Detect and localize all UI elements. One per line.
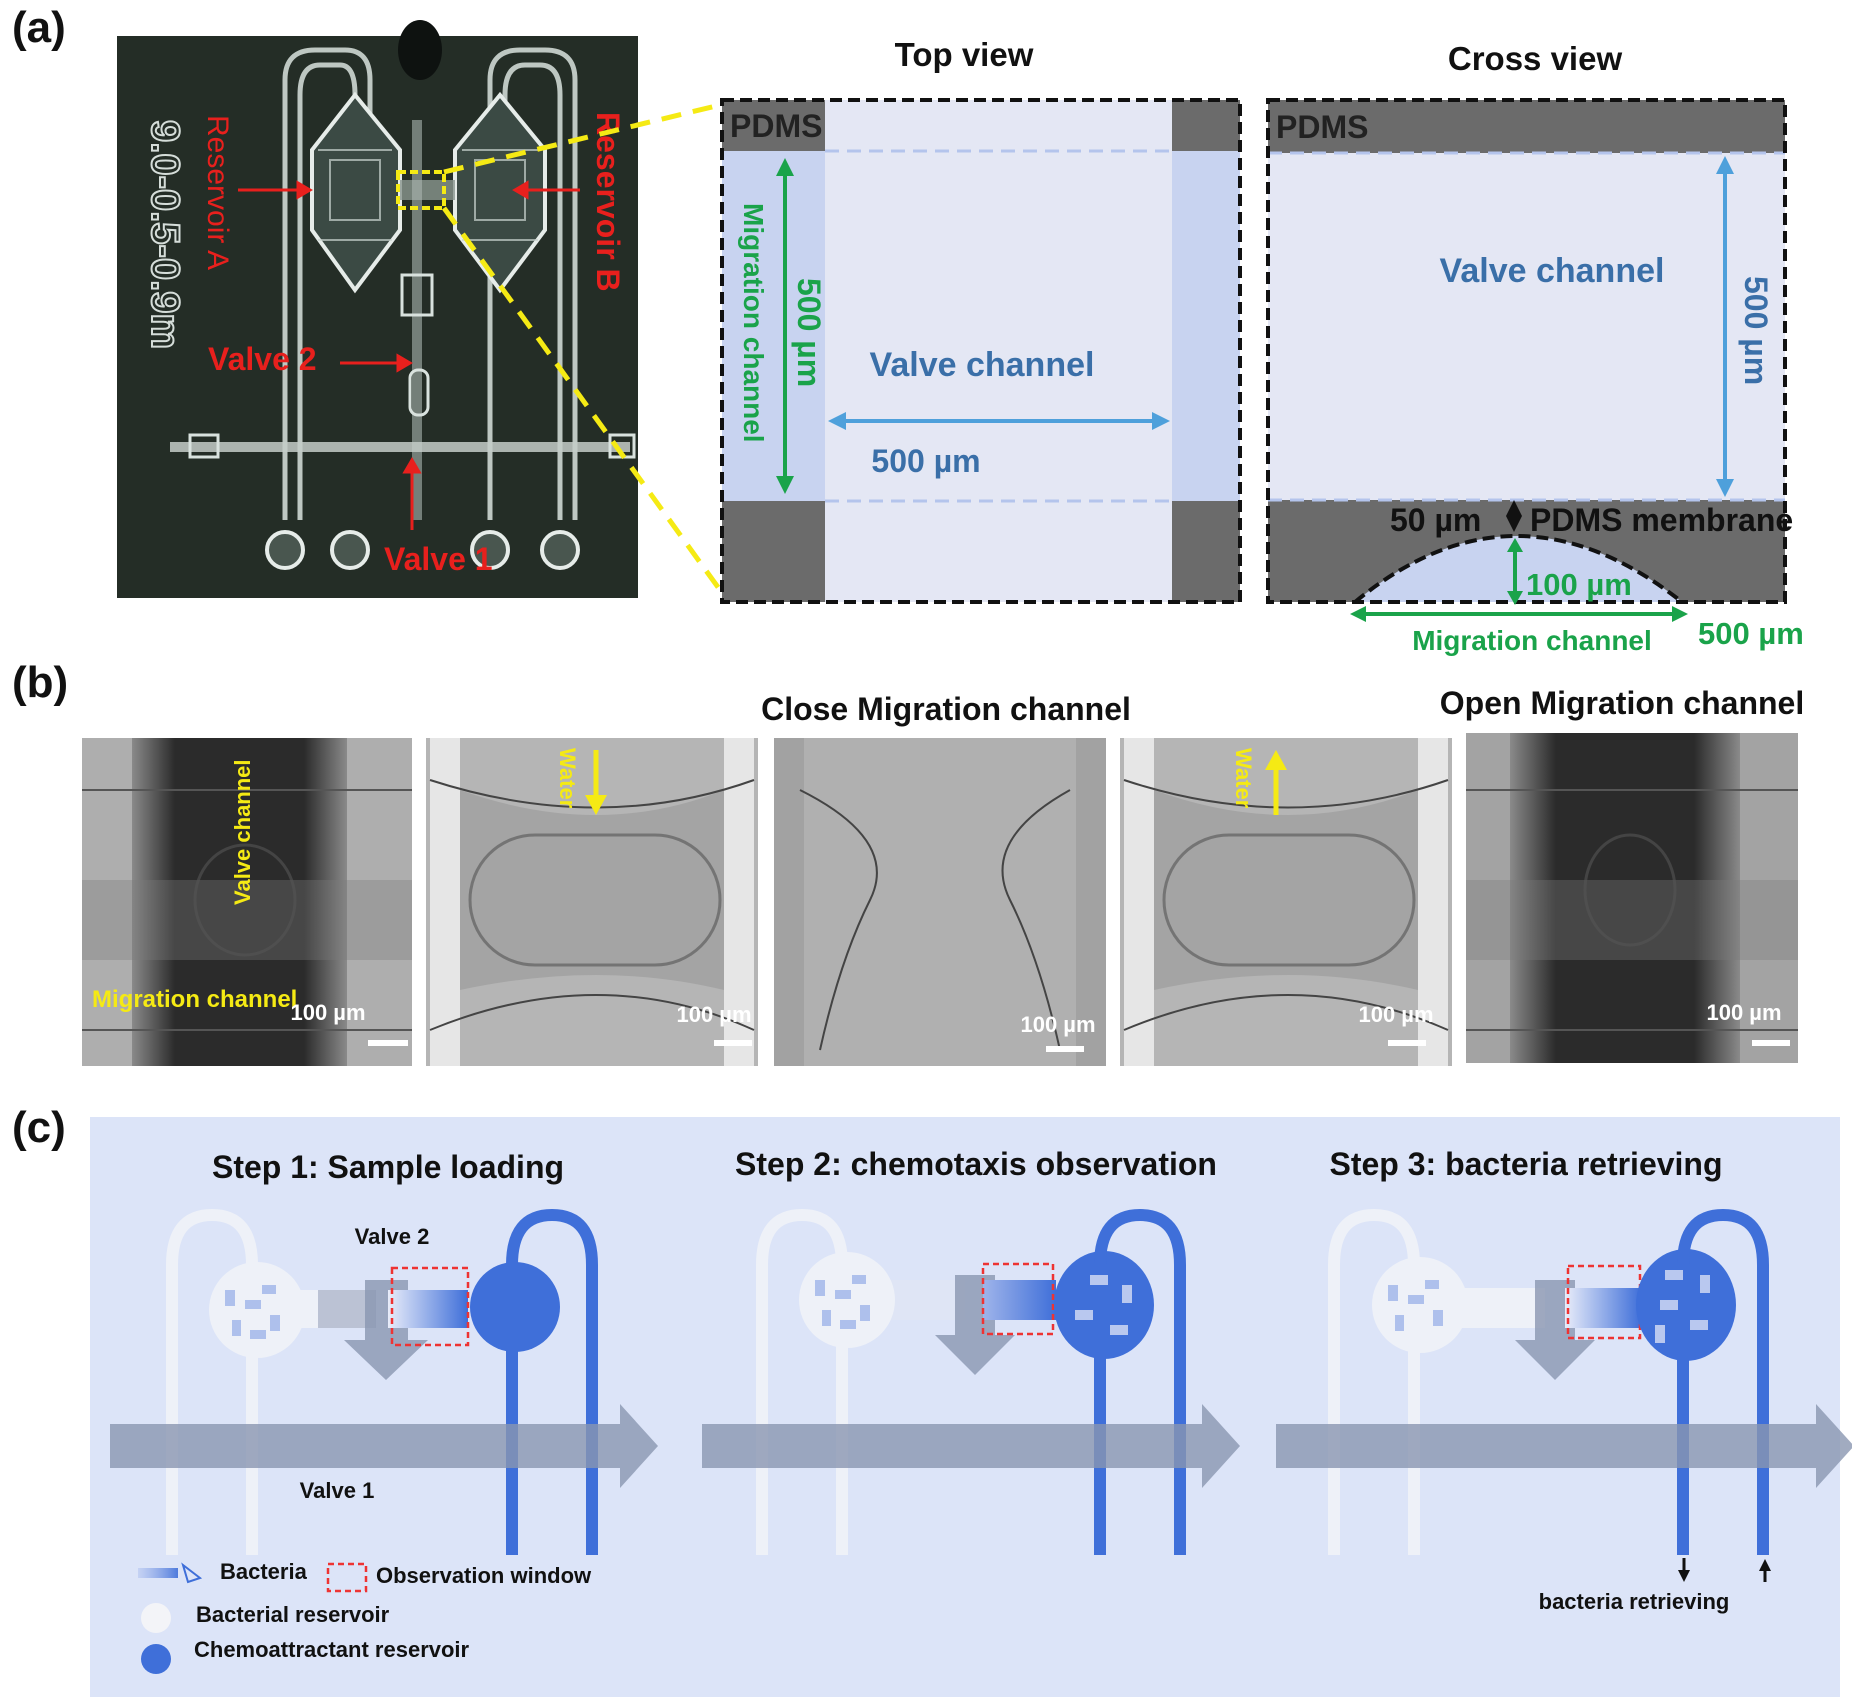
cross-view-diagram — [1266, 98, 1787, 622]
legend-observation-swatch — [326, 1562, 368, 1593]
membrane-thickness-label: 50 µm — [1390, 502, 1481, 538]
top-view-valve-channel: Valve channel — [870, 346, 1095, 384]
cross-view-height-label: 500 µm — [1738, 276, 1774, 385]
photo-valve2-label: Valve 2 — [208, 341, 317, 377]
legend-chemoattractant-reservoir: Chemoattractant reservoir — [194, 1637, 470, 1662]
panel-c-label: (c) — [12, 1103, 66, 1152]
step2-title: Step 2: chemotaxis observation — [735, 1146, 1217, 1182]
top-view-width-label: 500 µm — [871, 443, 980, 479]
legend-observation-window: Observation window — [376, 1563, 592, 1588]
open-migration-title: Open Migration channel — [1440, 685, 1804, 721]
photo-arrows — [238, 180, 580, 530]
legend-chemoattractant-swatch — [141, 1644, 171, 1674]
membrane-label: PDMS membrane — [1530, 502, 1793, 538]
bacteria-retrieving-label: bacteria retrieving — [1539, 1589, 1730, 1614]
step1-diagram — [110, 1208, 658, 1555]
step1-title: Step 1: Sample loading — [212, 1149, 564, 1185]
cross-view-valve-channel: Valve channel — [1440, 252, 1665, 290]
micrograph-2 — [426, 738, 758, 1066]
valve-channel-label: Valve channel — [230, 759, 255, 905]
top-view-title: Top view — [895, 36, 1034, 73]
close-migration-title: Close Migration channel — [761, 691, 1131, 727]
legend — [138, 1562, 368, 1674]
step1-valve2-label: Valve 2 — [355, 1224, 430, 1249]
scale-bar-3 — [1046, 1046, 1084, 1052]
reservoir-b-label: Reservoir B — [590, 112, 626, 292]
top-view-migration-channel: Migration channel — [738, 203, 769, 443]
scale-bar-2 — [714, 1040, 752, 1046]
channel-width-label: 500 µm — [1698, 616, 1804, 651]
legend-bacterial-reservoir-swatch — [141, 1603, 171, 1633]
top-view-height-label: 500 µm — [791, 278, 827, 387]
water-label-1: Water — [555, 748, 580, 809]
scale-label-4: 100 µm — [1358, 1002, 1433, 1027]
zoom-box — [396, 170, 446, 210]
legend-bacteria-swatch — [138, 1568, 178, 1578]
scale-bar-1 — [368, 1040, 408, 1046]
photo-valve1-label: Valve 1 — [384, 541, 493, 577]
reservoir-a-label: Reservoir A — [201, 115, 234, 270]
migration-channel-label: Migration channel — [92, 986, 297, 1013]
water-arrow-down-head — [585, 795, 607, 815]
micrograph-1 — [82, 738, 412, 1066]
micrograph-3 — [774, 738, 1106, 1066]
scale-bar-5 — [1752, 1040, 1790, 1046]
scale-bar-4 — [1388, 1040, 1426, 1046]
step2-diagram — [702, 1208, 1240, 1555]
zoom-lines — [441, 102, 723, 592]
scale-label-3: 100 µm — [1020, 1012, 1095, 1037]
step1-valve1-label: Valve 1 — [300, 1478, 375, 1503]
step3-title: Step 3: bacteria retrieving — [1329, 1146, 1722, 1182]
chip-photo: 9.0-0.5-0.9m — [117, 20, 638, 598]
step3-diagram — [1276, 1208, 1852, 1582]
top-view-diagram — [720, 98, 1242, 604]
scale-label-1: 100 µm — [290, 1000, 365, 1025]
panel-c-background — [90, 1117, 1840, 1697]
micrograph-5 — [1466, 733, 1798, 1063]
panel-a-label: (a) — [12, 3, 66, 52]
cross-view-title: Cross view — [1448, 40, 1623, 77]
scale-label-5: 100 µm — [1706, 1000, 1781, 1025]
water-label-2: Water — [1231, 748, 1256, 809]
channel-height-label: 100 µm — [1526, 567, 1632, 602]
top-view-pdms: PDMS — [730, 108, 822, 144]
water-arrow-up-head — [1265, 750, 1287, 770]
micrograph-4 — [1120, 738, 1452, 1066]
legend-bacteria: Bacteria — [220, 1559, 308, 1584]
cross-view-pdms: PDMS — [1276, 109, 1368, 145]
chip-mark-text: 9.0-0.5-0.9m — [143, 120, 187, 349]
legend-bacterial-reservoir: Bacterial reservoir — [196, 1602, 390, 1627]
scale-label-2: 100 µm — [676, 1002, 751, 1027]
cross-view-migration-channel: Migration channel — [1412, 625, 1652, 656]
panel-b-label: (b) — [12, 658, 68, 707]
